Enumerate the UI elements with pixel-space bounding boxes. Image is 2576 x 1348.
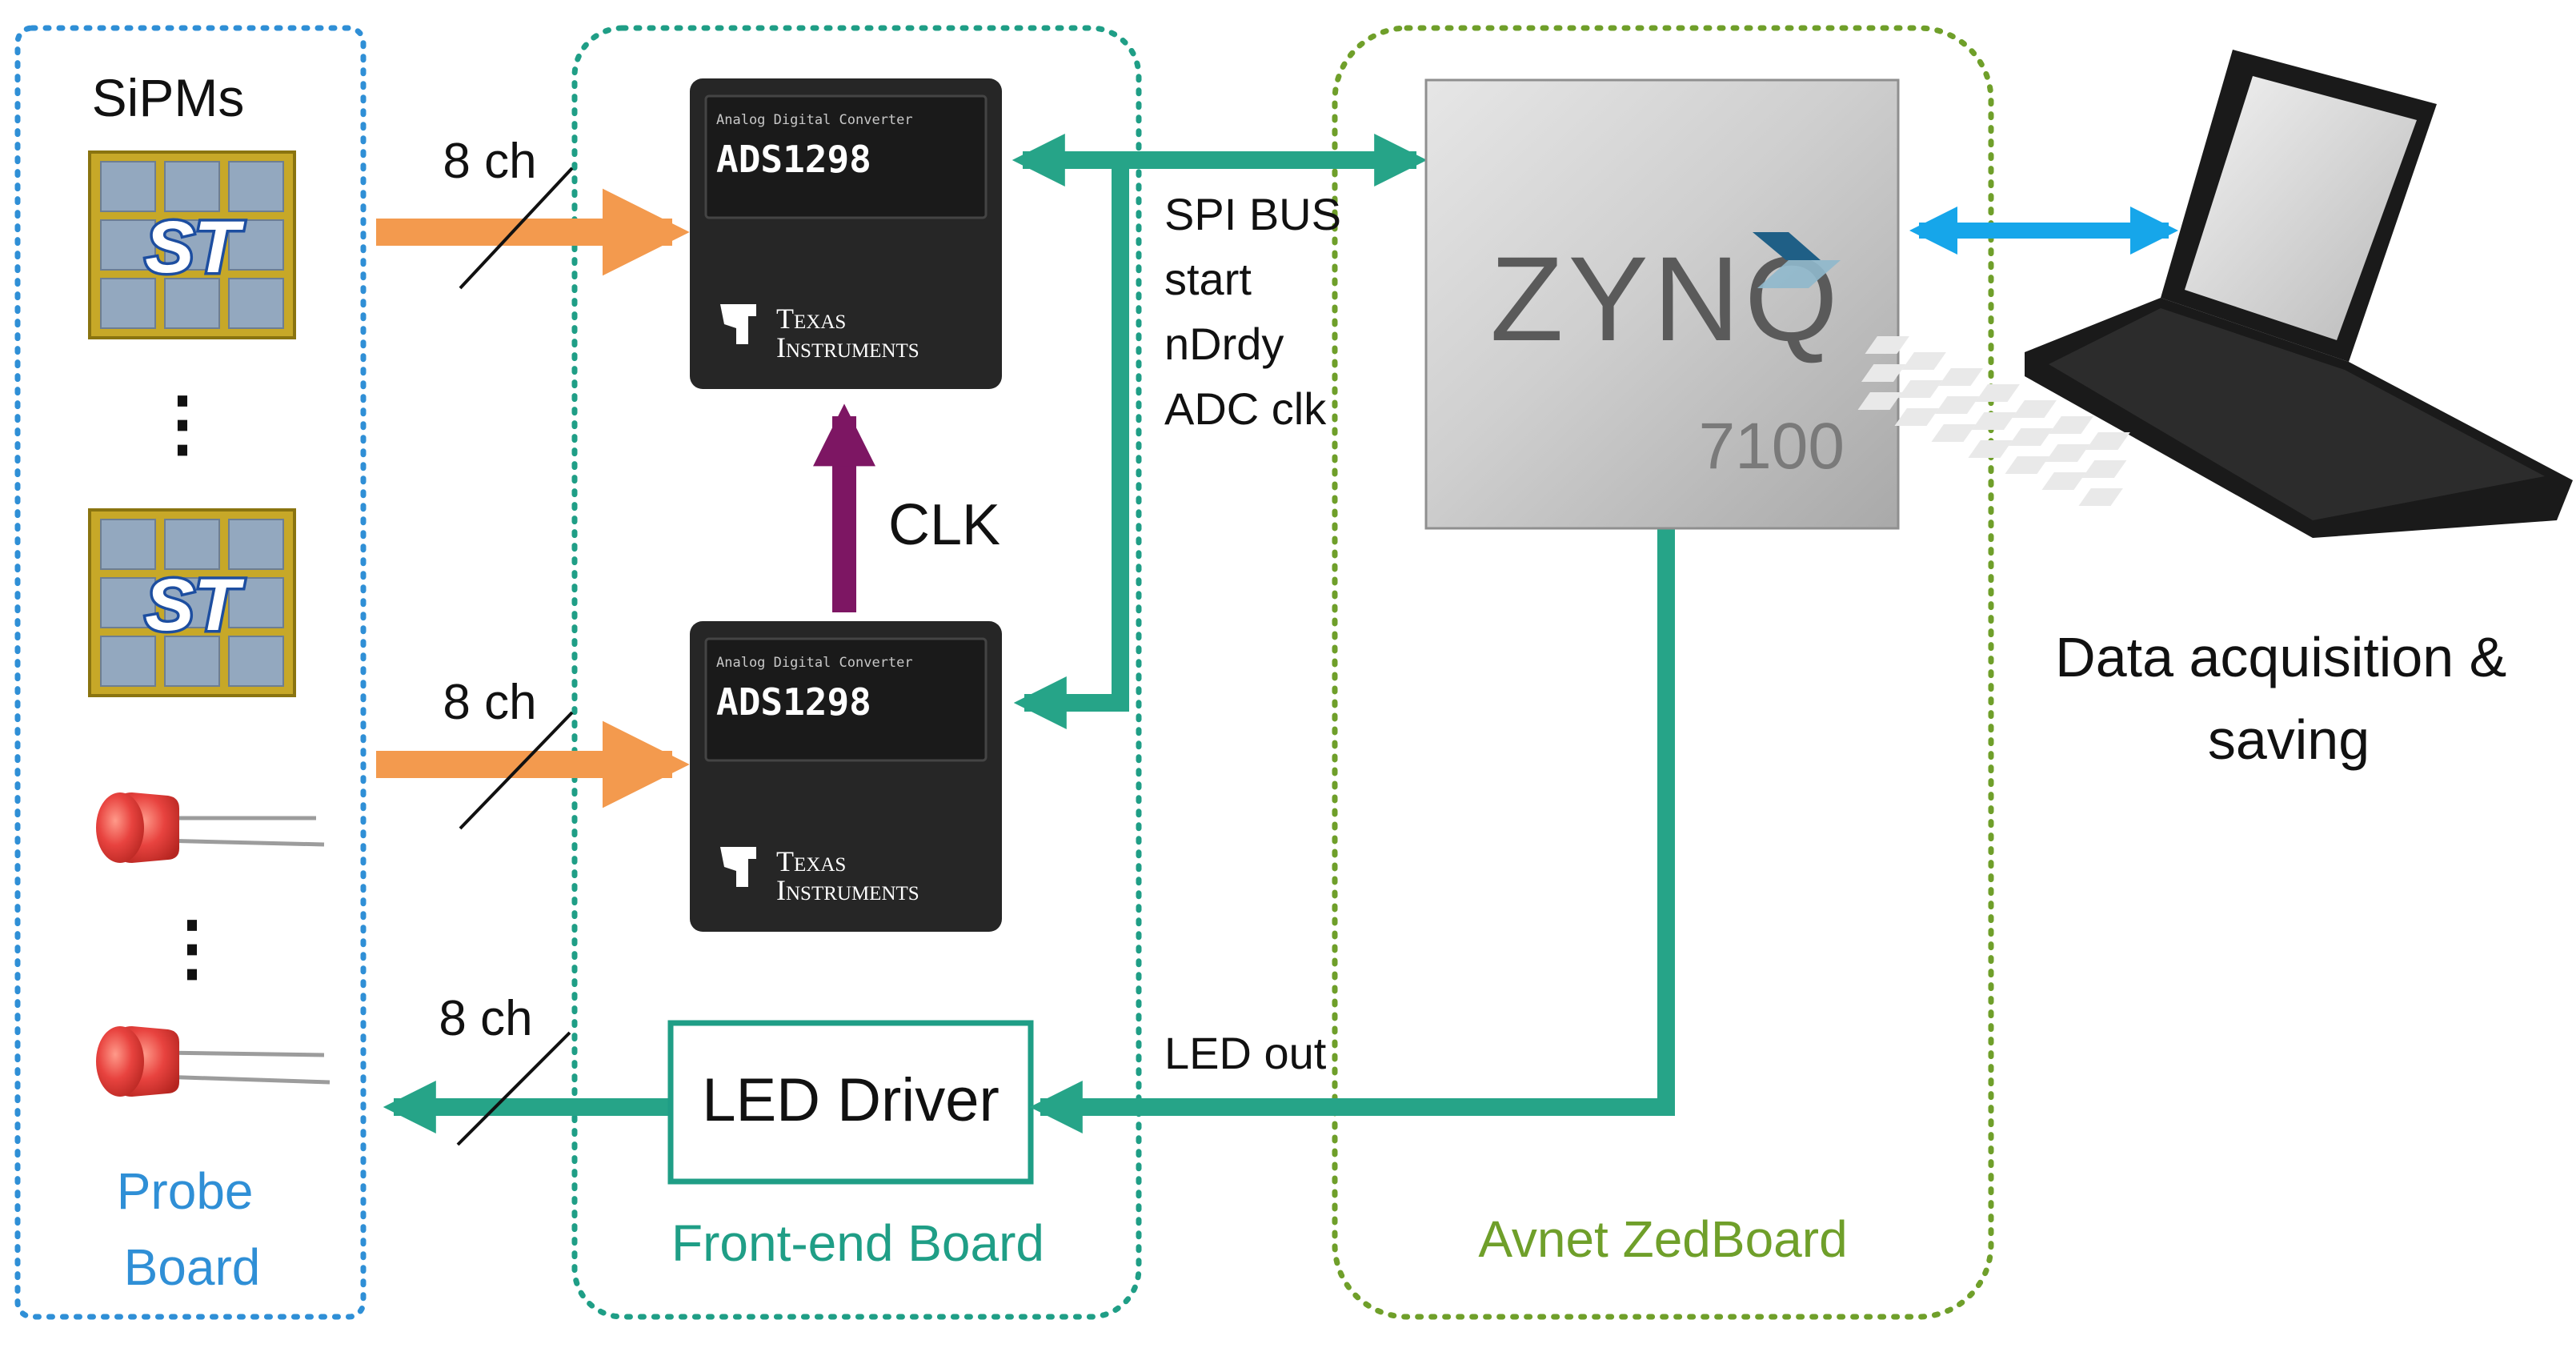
zynq-logo-icon — [1753, 232, 1841, 288]
zynq-model: 7100 — [1699, 410, 1845, 483]
texas-instruments-logo-icon — [720, 847, 756, 887]
adc-bottom-maker-line2: Instruments — [776, 874, 919, 906]
frontend-board-label: Front-end Board — [671, 1214, 1044, 1272]
pc-label: Data acquisition & saving — [2055, 626, 2522, 771]
texas-instruments-logo-icon — [720, 304, 756, 344]
adc-top-part-number: ADS1298 — [716, 138, 871, 181]
st-logo: ST — [145, 564, 244, 646]
zedboard-outline — [1332, 25, 1994, 1320]
frontend-board-outline — [571, 25, 1142, 1320]
adc-top-maker-line1: Texas — [776, 303, 846, 335]
laptop-icon — [1857, 50, 2573, 538]
laptop-keyboard — [1857, 336, 2130, 506]
probe-board-label-line1: Probe — [117, 1162, 254, 1220]
red-led-top-icon — [96, 792, 325, 863]
sipm-array-bottom-icon: ST — [88, 508, 296, 697]
sipm-array-top-icon: ST — [88, 150, 296, 339]
probe-board-outline — [14, 25, 367, 1320]
zedboard-label: Avnet ZedBoard — [1478, 1210, 1847, 1268]
probe-board-label-line2: Board — [124, 1238, 261, 1296]
adc-top-maker-line2: Instruments — [776, 331, 919, 363]
led-driver-box — [667, 1020, 1034, 1185]
adc-bottom-part-number: ADS1298 — [716, 680, 871, 724]
pc-label-line1: Data acquisition & — [2055, 626, 2506, 688]
channel-count-top: 8 ch — [443, 134, 536, 189]
sipms-title: SiPMs — [92, 68, 245, 127]
adc-bottom-chip: Analog Digital Converter ADS1298 Texas I… — [690, 621, 1002, 932]
red-led-bottom-icon — [96, 1026, 331, 1097]
bus-signal-ndrdy: nDrdy — [1164, 319, 1284, 369]
pc-label-line2: saving — [2208, 708, 2370, 771]
adc-bottom-caption: Analog Digital Converter — [716, 655, 913, 671]
ellipsis-sipm: ⋮ — [146, 384, 218, 464]
channel-count-bottom: 8 ch — [439, 991, 532, 1046]
adc-top-caption: Analog Digital Converter — [716, 112, 913, 128]
st-logo: ST — [145, 207, 244, 288]
clk-label: CLK — [888, 493, 1000, 557]
ellipsis-led: ⋮ — [156, 909, 228, 989]
adc-bottom-maker-line1: Texas — [776, 845, 846, 877]
adc-top-chip: Analog Digital Converter ADS1298 Texas I… — [690, 78, 1002, 389]
bus-signal-list: SPI BUS start nDrdy ADC clk — [1164, 189, 1354, 434]
bus-signal-start: start — [1164, 254, 1252, 304]
led-out-label: LED out — [1164, 1028, 1327, 1078]
channel-slash-bottom — [456, 1031, 571, 1146]
zynq-chip: ZYNQ 7100 — [1424, 78, 1900, 530]
channel-slash-top — [459, 166, 574, 290]
led-out-line — [1072, 528, 1675, 1116]
probe-board-label: Probe Board — [117, 1162, 268, 1296]
led-driver-label: LED Driver — [702, 1066, 1000, 1134]
bus-signal-spi: SPI BUS — [1164, 189, 1341, 239]
channel-count-middle: 8 ch — [443, 675, 536, 730]
channel-slash-middle — [459, 711, 574, 830]
bus-signal-adc-clk: ADC clk — [1164, 383, 1327, 434]
